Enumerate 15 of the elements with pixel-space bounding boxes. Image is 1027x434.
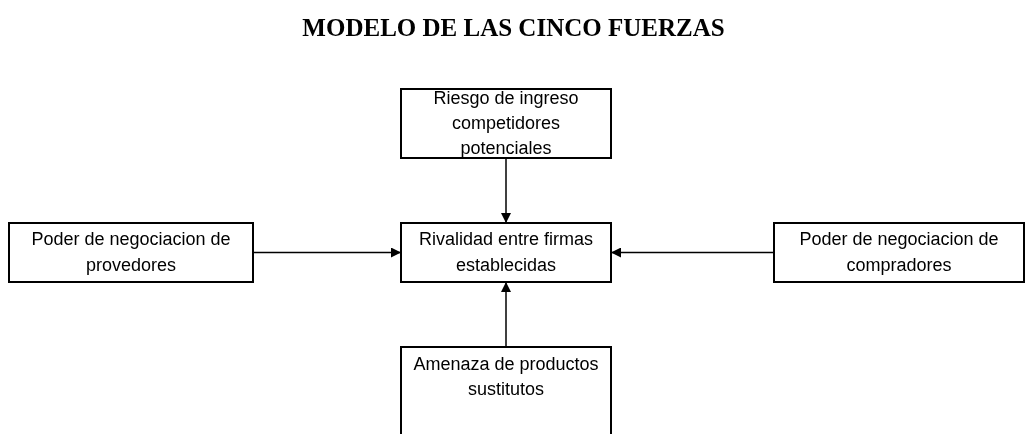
force-box	[400, 88, 612, 159]
arrow	[501, 282, 511, 347]
box-text: Rivalidad entre firmas establecidas	[417, 228, 595, 277]
force-box	[400, 222, 612, 283]
diagram-title: MODELO DE LAS CINCO FUERZAS	[301, 14, 726, 42]
box-text: Amenaza de productos sustitutos	[412, 353, 600, 402]
force-box	[8, 222, 254, 283]
box-text: Poder de negociacion de provedores	[30, 228, 232, 277]
arrow	[253, 247, 401, 258]
force-box	[400, 346, 612, 434]
box-text: Riesgo de ingreso competidores potenciales	[432, 86, 580, 161]
arrow	[501, 158, 511, 223]
force-box	[773, 222, 1025, 283]
arrow	[611, 247, 774, 258]
box-text: Poder de negociacion de compradores	[798, 228, 1000, 277]
